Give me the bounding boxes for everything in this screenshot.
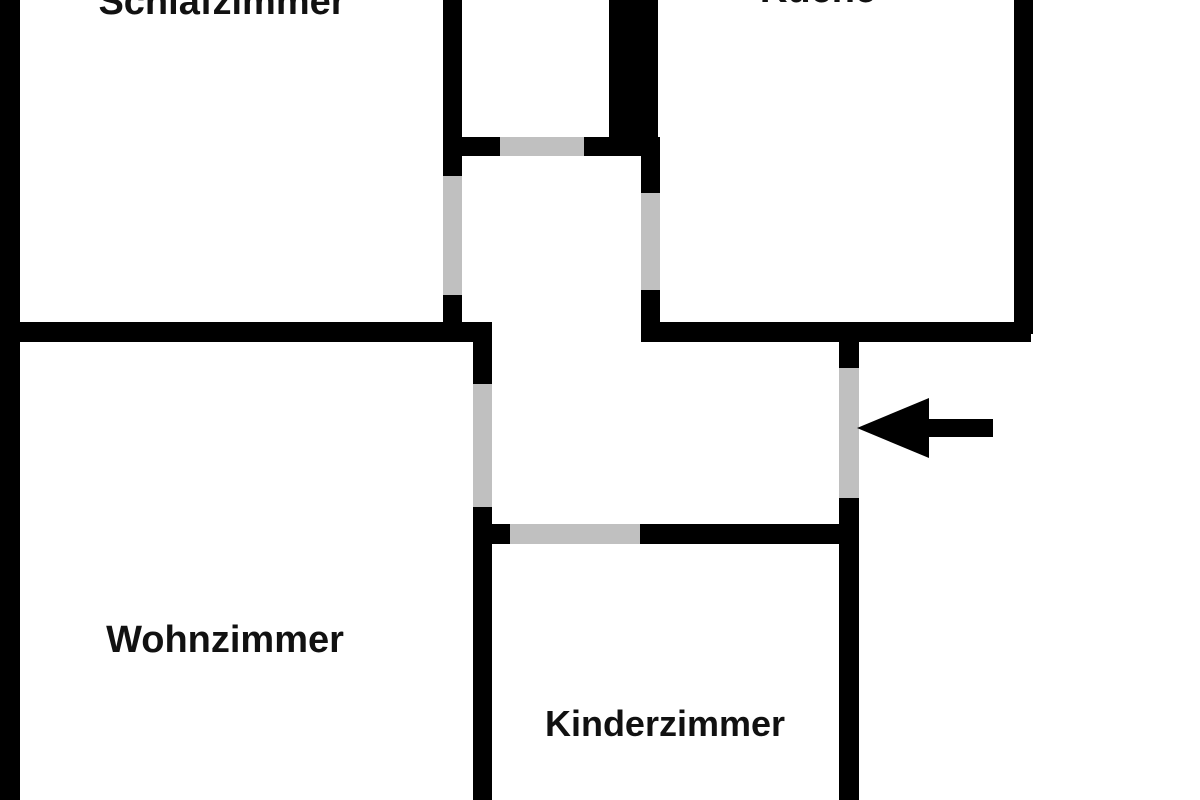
room-label-kitchen: Küche — [760, 0, 876, 11]
wall-bedroom-right-lower — [443, 295, 462, 342]
wall-kids-top-right — [640, 524, 859, 544]
door-bathroom — [500, 137, 584, 156]
wall-bedroom-living — [0, 322, 492, 342]
wall-bedroom-right-upper — [443, 0, 462, 176]
wall-kitchen-left-upper — [641, 137, 660, 193]
door-bedroom — [443, 176, 462, 295]
doors — [443, 137, 859, 544]
chimney-shaft — [609, 0, 658, 156]
left-arrow-icon — [857, 398, 993, 458]
wall-living-right-lower — [473, 507, 492, 800]
wall-hall-left-upper — [473, 322, 492, 384]
door-entrance — [839, 368, 859, 498]
door-kitchen — [641, 193, 660, 290]
wall-entrance-upper — [839, 340, 859, 368]
wall-kids-top-left — [473, 524, 510, 544]
walls — [0, 0, 1033, 800]
room-label-living: Wohnzimmer — [106, 619, 344, 661]
room-label-kids: Kinderzimmer — [545, 703, 785, 744]
wall-kids-right — [839, 498, 859, 800]
wall-kitchen-bottom — [641, 322, 1031, 342]
door-living-room — [473, 384, 492, 507]
wall-outer-left — [0, 0, 20, 800]
wall-kitchen-right — [1014, 0, 1033, 334]
wall-bath-bottom-left — [443, 137, 500, 156]
door-kids-room — [510, 524, 640, 544]
room-label-bedroom: Schlafzimmer — [98, 0, 345, 23]
